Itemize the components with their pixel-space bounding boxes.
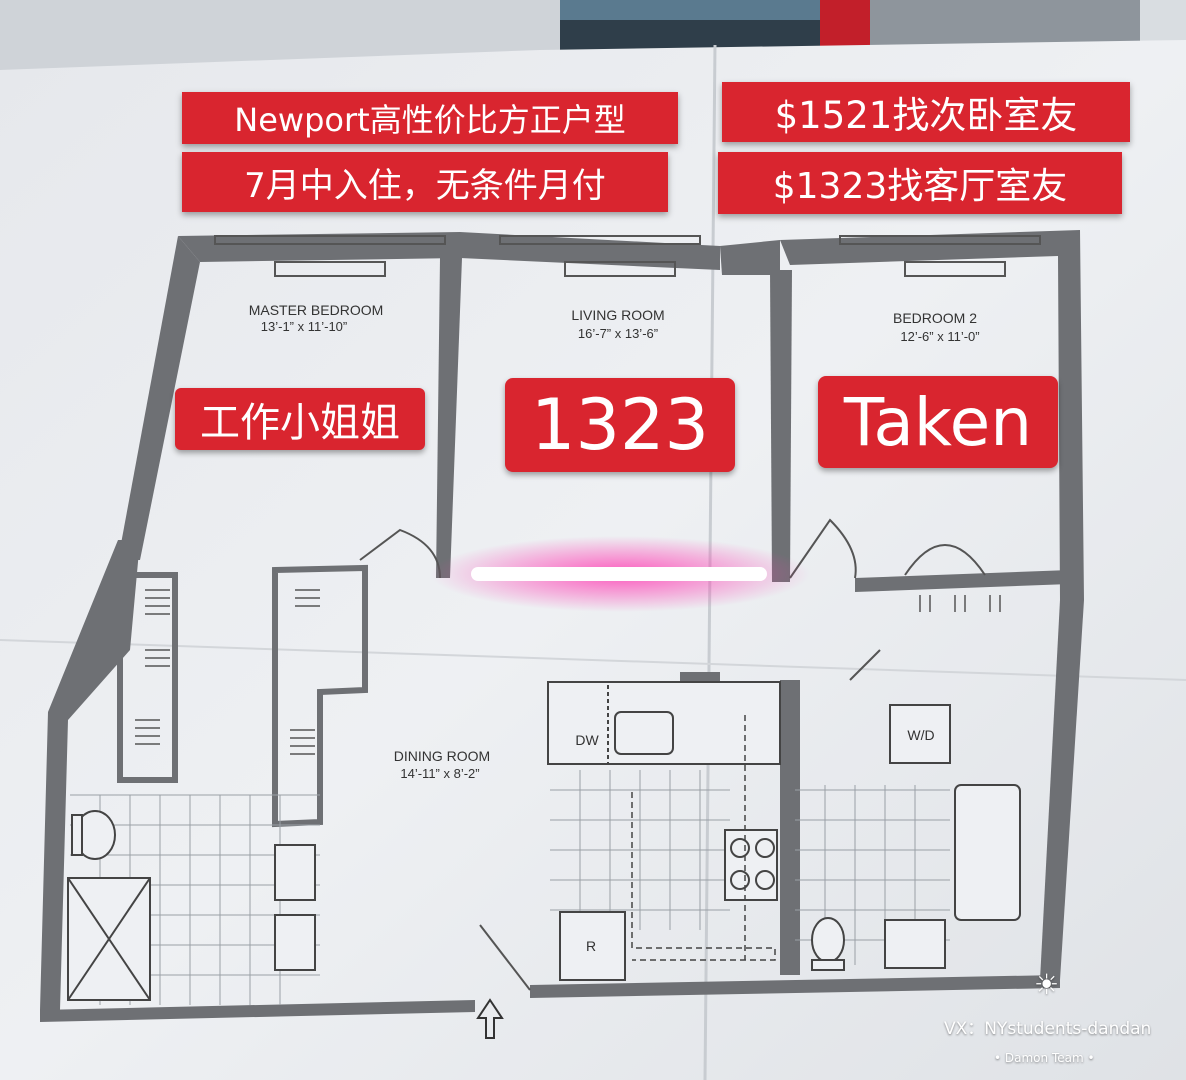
entry-arrow-icon [476,998,504,1039]
banner-movein: 7月中入住，无条件月付 [182,152,668,212]
room-name-bedroom2: BEDROOM 2 [893,310,977,326]
tag-bedroom2: Taken [818,376,1058,468]
room-name-dining: DINING ROOM [394,748,490,764]
refrigerator-label: R [586,938,596,954]
room-name-living: LIVING ROOM [571,307,664,323]
counter-outline [631,792,776,961]
tag-master: 工作小姐姐 [175,388,425,450]
watermark-contact: VX：NYstudents-dandan [944,1019,1152,1039]
banner-price-bedroom2: $1521找次卧室友 [722,82,1130,142]
tag-living: 1323 [505,378,735,472]
watermark-team: • Damon Team • [994,1051,1095,1065]
doors [359,518,986,991]
windows [214,235,1041,277]
fixtures [67,681,1021,1001]
room-dims-master: 13’-1” x 11’-10” [261,319,347,334]
sun-icon: ☀ [1034,968,1060,1001]
banner-price-living: $1323找客厅室友 [718,152,1122,214]
closet-hatching [135,589,1001,755]
paper-fold [0,639,1186,681]
banner-title: Newport高性价比方正户型 [182,92,678,144]
tile-grids [70,770,950,1005]
room-dims-living: 16’-7” x 13’-6” [578,326,658,341]
room-dims-bedroom2: 12’-6” x 11’-0” [900,329,979,344]
washer-dryer-label: W/D [907,727,934,743]
room-dims-dining: 14’-11” x 8’-2” [400,766,479,781]
dishwasher-label: DW [575,732,599,748]
walls [40,230,1084,1022]
room-name-master: MASTER BEDROOM [249,302,384,318]
